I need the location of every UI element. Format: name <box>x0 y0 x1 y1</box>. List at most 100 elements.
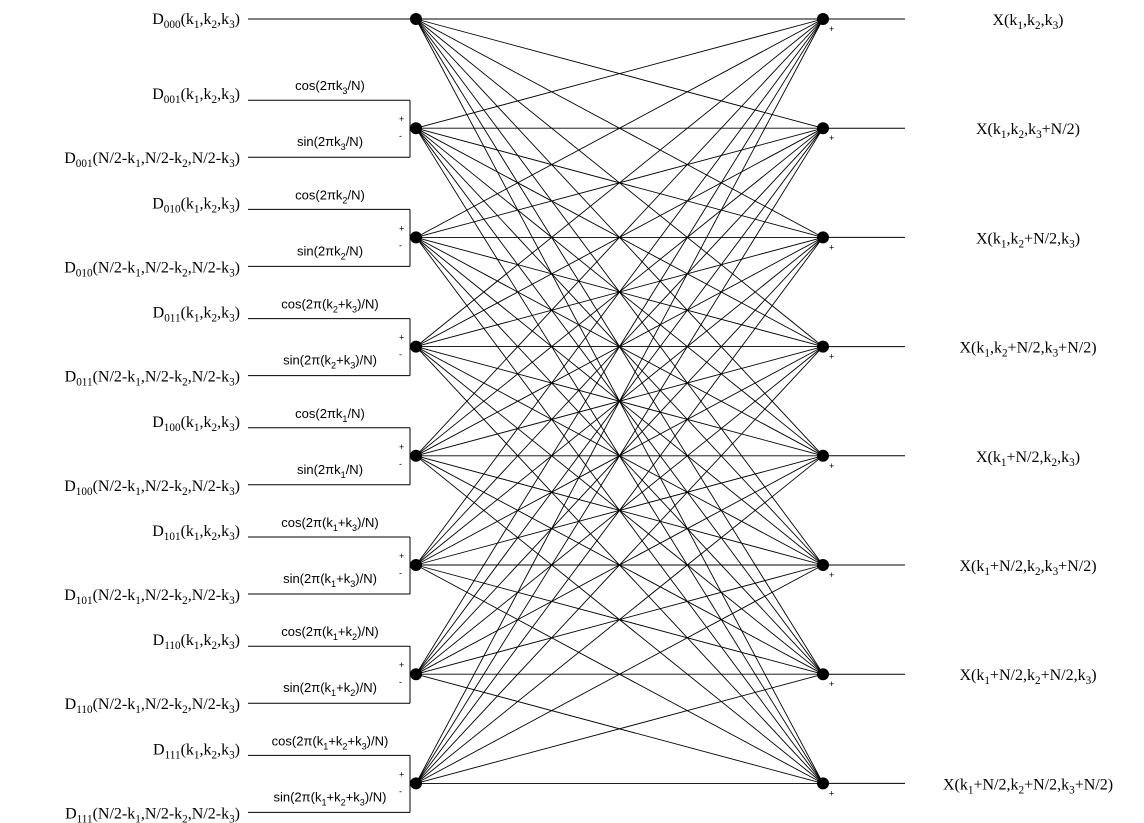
subscript: 1 <box>984 675 990 687</box>
weight-sin-001: sin(2πk3/N) <box>297 134 363 152</box>
text-segment: ,N/2-k <box>141 805 182 822</box>
text-segment: (N/2-k <box>93 478 136 495</box>
subscript: 1 <box>194 203 200 215</box>
subscript: 3 <box>229 267 235 279</box>
plus-sign: + <box>399 769 404 779</box>
subscript: 2 <box>1035 566 1041 578</box>
text-segment: ) <box>235 805 240 822</box>
text-segment: ,N/2-k <box>188 478 229 495</box>
plus-sign: + <box>399 442 404 452</box>
text-segment: +N/2) <box>1058 340 1096 357</box>
subscript: 1 <box>333 523 338 533</box>
subscript: 2 <box>341 797 346 807</box>
text-segment: ,N/2-k <box>188 805 229 822</box>
plus-sign: + <box>829 788 834 798</box>
text-segment: (k <box>181 414 194 431</box>
plus-sign: + <box>829 133 834 143</box>
subscript: 1 <box>194 640 200 652</box>
subscript: 1 <box>984 348 990 360</box>
subscript: 2 <box>182 267 188 279</box>
subscript: 3 <box>1053 20 1059 32</box>
text-segment: ,k <box>217 414 229 431</box>
weight-cos-001: cos(2πk3/N) <box>295 78 365 96</box>
subscript: 3 <box>229 158 235 170</box>
text-segment: )/N) <box>355 353 377 368</box>
subscript: 3 <box>360 797 365 807</box>
text-segment: ) <box>235 523 240 540</box>
plus-sign: + <box>399 223 404 233</box>
input-label-top-011: D011(k1,k2,k3) <box>153 305 240 325</box>
subscript: 2 <box>182 813 188 823</box>
text-segment: )/N) <box>355 571 377 586</box>
subscript: 101 <box>164 531 181 543</box>
text-segment: sin(2π(k <box>283 353 331 368</box>
text-segment: +k <box>347 733 362 748</box>
weight-sin-101: sin(2π(k1+k3)/N) <box>283 571 377 589</box>
text-segment: sin(2π(k <box>283 571 331 586</box>
text-segment: /N) <box>347 406 364 421</box>
text-segment: /N) <box>347 187 364 202</box>
text-segment: ) <box>235 632 240 649</box>
text-segment: D <box>65 696 77 713</box>
weight-cos-101: cos(2π(k1+k3)/N) <box>281 515 378 533</box>
plus-sign: + <box>399 333 404 343</box>
input-label-top-110: D110(k1,k2,k3) <box>153 632 240 652</box>
subscript: 2 <box>1018 238 1024 250</box>
input-node-111 <box>410 777 422 790</box>
subscript: 3 <box>229 595 235 607</box>
subscript: 2 <box>1018 129 1024 141</box>
subscript: 3 <box>350 361 355 371</box>
subscript: 1 <box>135 704 141 716</box>
subscript: 010 <box>76 267 93 279</box>
text-segment: +k <box>336 353 351 368</box>
connection-7-4 <box>415 455 824 784</box>
subscript: 3 <box>229 486 235 498</box>
text-segment: ,k <box>217 86 229 103</box>
subscript: 2 <box>211 640 217 652</box>
text-segment: ) <box>235 86 240 103</box>
input-label-bottom-010: D010(N/2-k1,N/2-k2,N/2-k3) <box>64 259 240 279</box>
connection-7-1 <box>415 127 824 784</box>
text-segment: sin(2π(k <box>283 680 331 695</box>
text-segment: cos(2πk <box>295 187 343 202</box>
subscript: 001 <box>76 158 93 170</box>
subscript: 110 <box>164 640 181 652</box>
text-segment: )/N) <box>365 789 387 804</box>
text-segment: )/N) <box>367 733 389 748</box>
text-segment: ,k <box>1024 121 1036 138</box>
text-segment: D <box>153 632 165 649</box>
subscript: 3 <box>229 749 235 761</box>
text-segment: ) <box>1075 449 1080 466</box>
subscript: 2 <box>211 313 217 325</box>
text-segment: ,N/2-k <box>188 150 229 167</box>
text-segment: ,k <box>199 523 211 540</box>
text-segment: D <box>64 478 76 495</box>
subscript: 1 <box>194 749 200 761</box>
subscript: 1 <box>135 813 141 823</box>
plus-sign: + <box>399 660 404 670</box>
input-label-top-111: D111(k1,k2,k3) <box>153 741 240 761</box>
subscript: 1 <box>194 531 200 543</box>
input-label-top-010: D010(k1,k2,k3) <box>152 195 240 215</box>
output-node-1 <box>817 122 829 135</box>
output-label-0: X(k1,k2,k3) <box>993 12 1064 32</box>
subscript: 101 <box>76 595 93 607</box>
text-segment: ,N/2-k <box>188 369 229 386</box>
subscript: 3 <box>352 305 357 315</box>
text-segment: cos(2π(k <box>281 297 333 312</box>
subscript: 2 <box>182 595 188 607</box>
subscript: 1 <box>1001 238 1007 250</box>
text-segment: )/N) <box>355 680 377 695</box>
text-segment: ,N/2-k <box>188 259 229 276</box>
subscript: 3 <box>362 741 367 751</box>
subscript: 1 <box>341 470 346 480</box>
input-node-001 <box>410 122 422 135</box>
subscript: 1 <box>331 688 336 698</box>
text-segment: +N/2,k <box>1008 340 1053 357</box>
connection-1-0 <box>415 18 824 129</box>
text-segment: ,k <box>1057 449 1069 466</box>
text-segment: +k <box>336 680 351 695</box>
text-segment: D <box>65 369 77 386</box>
subscript: 3 <box>1069 457 1075 469</box>
subscript: 2 <box>211 749 217 761</box>
